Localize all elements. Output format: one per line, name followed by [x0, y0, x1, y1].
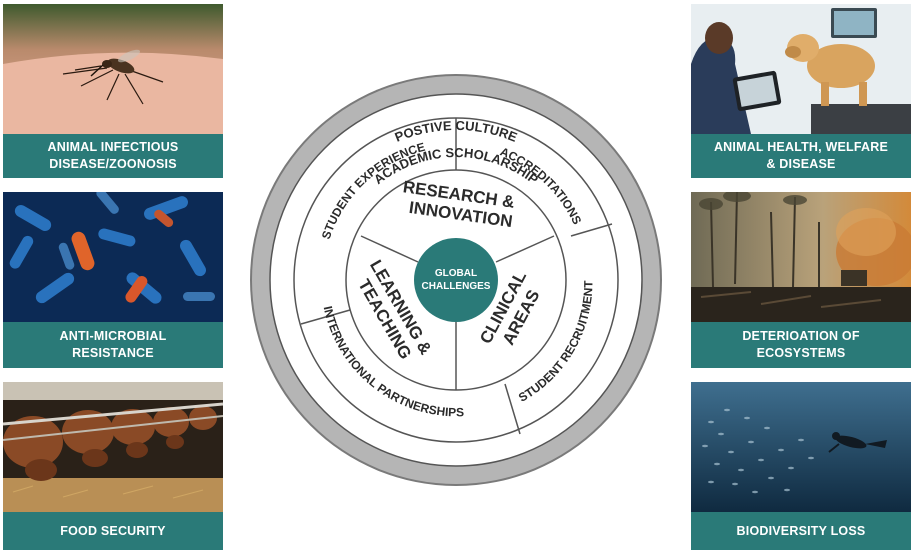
card-deterioration-of-ecosystems: DETERIOATION OF ECOSYSTEMS [691, 192, 911, 368]
card-label-line1: BIODIVERSITY LOSS [736, 523, 866, 538]
card-label: FOOD SECURITY [3, 512, 223, 550]
card-label-line1: ANTI-MICROBIAL [59, 329, 167, 343]
card-label: BIODIVERSITY LOSS [691, 512, 911, 550]
center-circle [414, 238, 498, 322]
card-label: ANIMAL HEALTH, WELFARE & DISEASE [691, 134, 911, 178]
card-label-line2: RESISTANCE [72, 346, 154, 360]
mosquito-photo [3, 4, 223, 134]
card-label-line1: ANIMAL INFECTIOUS [47, 140, 179, 154]
card-label: DETERIOATION OF ECOSYSTEMS [691, 322, 911, 368]
card-label-line1: DETERIOATION OF [742, 329, 860, 343]
strategy-wheel: GLOBAL CHALLENGES POSTIVE CULTURE ACADEM… [250, 74, 662, 486]
center-label-1: GLOBAL [435, 268, 477, 279]
center-label-2: CHALLENGES [422, 281, 491, 292]
card-label-line1: FOOD SECURITY [60, 523, 166, 538]
cattle-photo [3, 382, 223, 512]
card-biodiversity-loss: BIODIVERSITY LOSS [691, 382, 911, 550]
card-animal-infectious-disease: ANIMAL INFECTIOUS DISEASE/ZOONOSIS [3, 4, 223, 178]
card-label-line2: ECOSYSTEMS [756, 346, 846, 360]
card-animal-health-welfare: ANIMAL HEALTH, WELFARE & DISEASE [691, 4, 911, 178]
vet-dog-photo [691, 4, 911, 134]
diver-fish-photo [691, 382, 911, 512]
bacteria-photo [3, 192, 223, 322]
card-anti-microbial-resistance: ANTI-MICROBIAL RESISTANCE [3, 192, 223, 368]
card-food-security: FOOD SECURITY [3, 382, 223, 550]
card-label-line2: & DISEASE [766, 157, 836, 171]
card-label-line2: DISEASE/ZOONOSIS [49, 157, 177, 171]
card-label: ANTI-MICROBIAL RESISTANCE [3, 322, 223, 368]
card-label: ANIMAL INFECTIOUS DISEASE/ZOONOSIS [3, 134, 223, 178]
deforestation-photo [691, 192, 911, 322]
segment-dividers [300, 118, 613, 435]
card-label-line1: ANIMAL HEALTH, WELFARE [713, 140, 889, 154]
inner-dividers [360, 235, 555, 390]
